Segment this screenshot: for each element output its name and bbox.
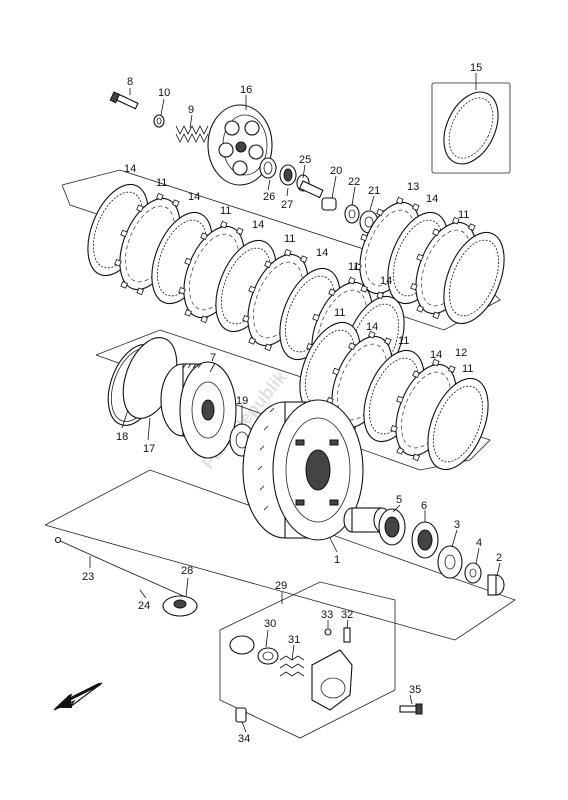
label-22: 22 — [348, 176, 360, 188]
friction-plate-14-13 — [427, 377, 489, 471]
label-11-row1-3: 11 — [220, 205, 231, 217]
plate-group-outline-lower — [95, 329, 491, 471]
label-11-row2-0: 11 — [334, 307, 345, 319]
label-9: 9 — [188, 104, 194, 116]
primary-gear-7 — [160, 361, 237, 459]
washer-4 — [464, 562, 482, 584]
ring-26 — [259, 157, 277, 179]
basket-group-outline — [44, 469, 516, 641]
label-12: 12 — [455, 347, 467, 359]
label-14-row1-8: 14 — [380, 275, 392, 287]
label-11-row1-1: 11 — [156, 177, 167, 189]
piece-20 — [321, 197, 337, 211]
label-31: 31 — [288, 634, 300, 646]
piston-28 — [162, 595, 198, 617]
spacer-2 — [487, 574, 505, 596]
clutch-plate-stack — [87, 183, 505, 471]
label-27: 27 — [281, 199, 293, 211]
slave-cylinder-body — [311, 649, 353, 711]
label-1: 1 — [334, 554, 340, 566]
label-23: 23 — [82, 571, 94, 583]
needle-bearing-6 — [411, 521, 439, 559]
label-11-right-b: 11 — [458, 209, 469, 221]
needle-bearing-5 — [378, 508, 406, 546]
label-8: 8 — [127, 76, 133, 88]
washer-22 — [344, 204, 360, 224]
label-14-row1-6: 14 — [316, 247, 328, 259]
label-24: 24 — [138, 600, 150, 612]
friction-ring-15 — [443, 91, 499, 165]
pushrod-24 — [119, 567, 189, 599]
label-14-row1-2: 14 — [188, 191, 200, 203]
label-10: 10 — [158, 87, 170, 99]
label-11-row2-4: 11 — [462, 363, 473, 375]
label-20: 20 — [330, 165, 342, 177]
clutch-housing-1 — [242, 399, 364, 541]
label-3: 3 — [454, 519, 460, 531]
bolt-8 — [109, 91, 139, 110]
bearing-27 — [279, 164, 297, 186]
washer-3 — [437, 545, 463, 579]
friction-plate-14-17 — [443, 231, 505, 325]
label-28: 28 — [181, 565, 193, 577]
label-5: 5 — [396, 494, 402, 506]
label-19: 19 — [236, 395, 248, 407]
spring-9 — [175, 125, 209, 143]
label-17: 17 — [143, 443, 155, 455]
dowel-34 — [235, 707, 247, 723]
label-32: 32 — [341, 609, 353, 621]
label-30: 30 — [264, 618, 276, 630]
label-4: 4 — [476, 537, 482, 549]
washer-10 — [153, 114, 165, 128]
label-21: 21 — [368, 185, 380, 197]
label-7: 7 — [210, 352, 216, 364]
label-11-row1-5: 11 — [284, 233, 295, 245]
label-35: 35 — [409, 684, 421, 696]
label-33: 33 — [321, 609, 333, 621]
part-labels: 8 10 9 16 15 26 27 25 20 22 21 13 7 19 1… — [82, 62, 502, 745]
label-14-row1-4: 14 — [252, 219, 264, 231]
label-18: 18 — [116, 431, 128, 443]
label-14-row2-1: 14 — [366, 321, 378, 333]
label-6: 6 — [421, 500, 427, 512]
pushrod-23 — [54, 536, 121, 569]
label-25: 25 — [299, 154, 311, 166]
seal-30 — [229, 635, 279, 665]
label-16: 16 — [240, 84, 252, 96]
label-13: 13 — [407, 181, 419, 193]
label-26: 26 — [263, 191, 275, 203]
label-11-row1-7: 11 — [348, 261, 359, 273]
plate-stack-labels: 14 11 14 11 14 11 14 11 14 11 14 11 14 11 14 11 — [124, 163, 473, 375]
pressure-plate-16 — [207, 104, 273, 186]
label-14-row2-3: 14 — [430, 349, 442, 361]
plate-group-outline — [61, 169, 501, 331]
label-14-row1-0: 14 — [124, 163, 136, 175]
bleeder-32 — [343, 627, 351, 643]
cap-33 — [324, 628, 332, 636]
label-34: 34 — [238, 733, 250, 745]
label-11-row2-2: 11 — [398, 335, 409, 347]
bolt-35 — [399, 703, 423, 715]
front-direction-arrow — [53, 682, 103, 711]
label-29: 29 — [275, 580, 287, 592]
leader-lines — [89, 73, 501, 733]
label-14-right-a: 14 — [426, 193, 438, 205]
pushrod-25 — [296, 174, 324, 199]
label-15: 15 — [470, 62, 482, 74]
label-2: 2 — [496, 552, 502, 564]
release-group-outline — [219, 581, 396, 739]
part-15-box — [431, 82, 511, 174]
